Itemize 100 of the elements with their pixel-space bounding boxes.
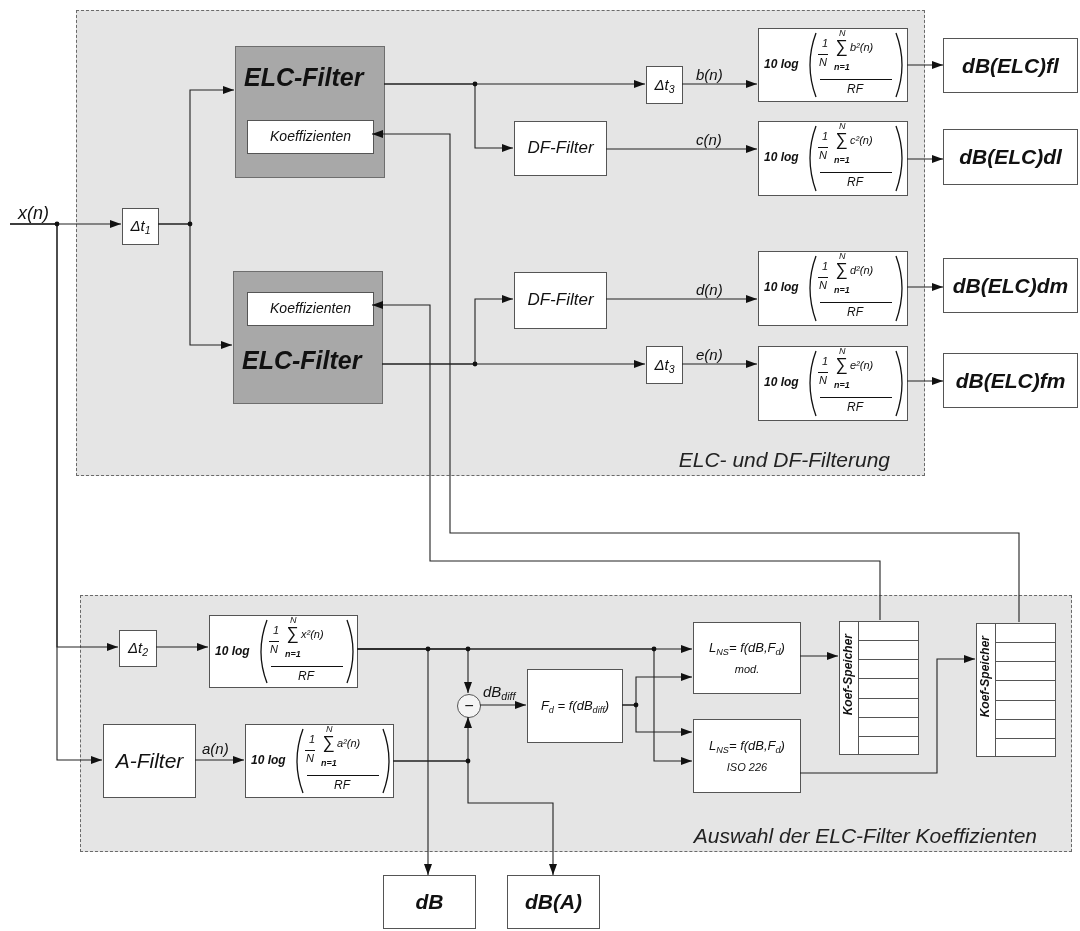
arrow — [371, 130, 1020, 623]
output-label: dB — [415, 890, 444, 914]
delay-label: Δt$_{2}$ — [127, 640, 149, 657]
formula-term: N — [270, 644, 278, 655]
formula-term: x²(n) — [301, 629, 324, 640]
function-text: ISO 226 — [726, 760, 768, 773]
formula-term: 1 — [822, 261, 829, 272]
output-box — [943, 129, 1078, 185]
delay-box — [122, 208, 159, 245]
formula-term: 1 — [822, 38, 829, 49]
arrow — [194, 756, 245, 764]
output-box — [943, 258, 1078, 313]
process-box — [514, 272, 607, 329]
formula-term: n=1 — [834, 156, 850, 165]
delay-box — [646, 346, 683, 384]
formula-term: ∑ — [835, 261, 848, 278]
output-label: dB(ELC)dm — [952, 273, 1069, 298]
formula-box — [758, 251, 908, 326]
arrow — [371, 301, 881, 621]
formula-term: ∑ — [835, 356, 848, 373]
edge-label: c(n) — [696, 132, 722, 147]
formula-box — [209, 615, 358, 688]
formula-term: ∑ — [835, 38, 848, 55]
group-panel — [80, 595, 1072, 852]
delay-box — [119, 630, 157, 667]
formula-term: ∑ — [835, 131, 848, 148]
arrow — [681, 80, 758, 88]
formula-term: 10 log — [764, 281, 799, 293]
box-label: A-Filter — [115, 749, 184, 773]
arrow — [906, 283, 944, 291]
function-text: L$_{NS}$= f(dB,F$_{d}$) — [709, 739, 785, 754]
output-box — [943, 353, 1078, 408]
arrow — [479, 701, 527, 709]
subtractor-circle — [457, 694, 481, 718]
formula-term: a²(n) — [337, 738, 361, 749]
formula-term: N — [819, 57, 827, 68]
output-box — [507, 875, 600, 929]
memory-label: Koef-Speicher — [842, 634, 854, 716]
arrow — [392, 760, 557, 876]
arrow — [906, 155, 944, 163]
formula-term: 1 — [822, 356, 829, 367]
formula-term: n=1 — [321, 759, 337, 768]
formula-term: n=1 — [834, 286, 850, 295]
delay-label: Δt$_{3}$ — [654, 76, 675, 94]
formula-term: n=1 — [834, 63, 850, 72]
formula-term: 10 log — [764, 151, 799, 163]
formula-term: b²(n) — [850, 42, 874, 53]
formula-box — [758, 346, 908, 421]
formula-term: ∑ — [322, 734, 335, 751]
output-label: dB(ELC)fl — [962, 53, 1059, 78]
formula-term: N — [839, 29, 846, 38]
function-box — [693, 622, 801, 694]
formula-term: N — [819, 280, 827, 291]
group-heading: Auswahl der ELC-Filter Koeffizienten — [693, 825, 1037, 846]
output-label: dB(ELC)dl — [959, 145, 1062, 169]
edge-label: x(n) — [18, 204, 49, 222]
formula-term: d²(n) — [850, 265, 874, 276]
box-label: Koeffizienten — [270, 301, 351, 317]
filter-block — [235, 46, 385, 178]
formula-term: 1 — [309, 734, 316, 745]
arrow — [605, 145, 758, 153]
formula-term: RF — [334, 779, 350, 791]
formula-box — [758, 28, 908, 102]
arrow — [155, 643, 209, 651]
formula-term: N — [819, 375, 827, 386]
arrow — [157, 223, 233, 349]
arrow — [681, 360, 758, 368]
edge-label: b(n) — [696, 67, 723, 82]
coefficient-box — [247, 292, 374, 326]
arrow — [906, 377, 944, 385]
arrow — [356, 648, 693, 765]
formula-term: 10 log — [251, 754, 286, 766]
edge-label: e(n) — [696, 347, 723, 362]
output-box — [943, 38, 1078, 93]
formula-box — [245, 724, 394, 798]
formula-term: N — [290, 616, 297, 625]
formula-term: N — [839, 252, 846, 261]
function-text: L$_{NS}$= f(dB,F$_{d}$) — [709, 641, 785, 656]
formula-term: n=1 — [834, 381, 850, 390]
arrow — [9, 223, 103, 764]
formula-term: 1 — [822, 131, 829, 142]
delay-label: Δt$_{1}$ — [130, 218, 151, 235]
formula-term: 10 log — [215, 645, 250, 657]
arrow — [799, 652, 839, 660]
box-label: DF-Filter — [527, 139, 594, 158]
edge-label: d(n) — [696, 282, 723, 297]
output-label: dB(A) — [524, 890, 583, 914]
process-box — [527, 669, 623, 743]
filter-label: ELC-Filter — [242, 348, 362, 373]
formula-term: N — [326, 725, 333, 734]
memory-table — [976, 623, 1056, 757]
filter-block — [233, 271, 383, 404]
arrow — [799, 655, 976, 774]
formula-term: e²(n) — [850, 360, 874, 371]
delay-label: Δt$_{3}$ — [654, 356, 675, 374]
formula-term: N — [306, 753, 314, 764]
formula-term: 1 — [273, 625, 280, 636]
formula-term: N — [839, 347, 846, 356]
function-box — [693, 719, 801, 793]
output-box — [383, 875, 476, 929]
